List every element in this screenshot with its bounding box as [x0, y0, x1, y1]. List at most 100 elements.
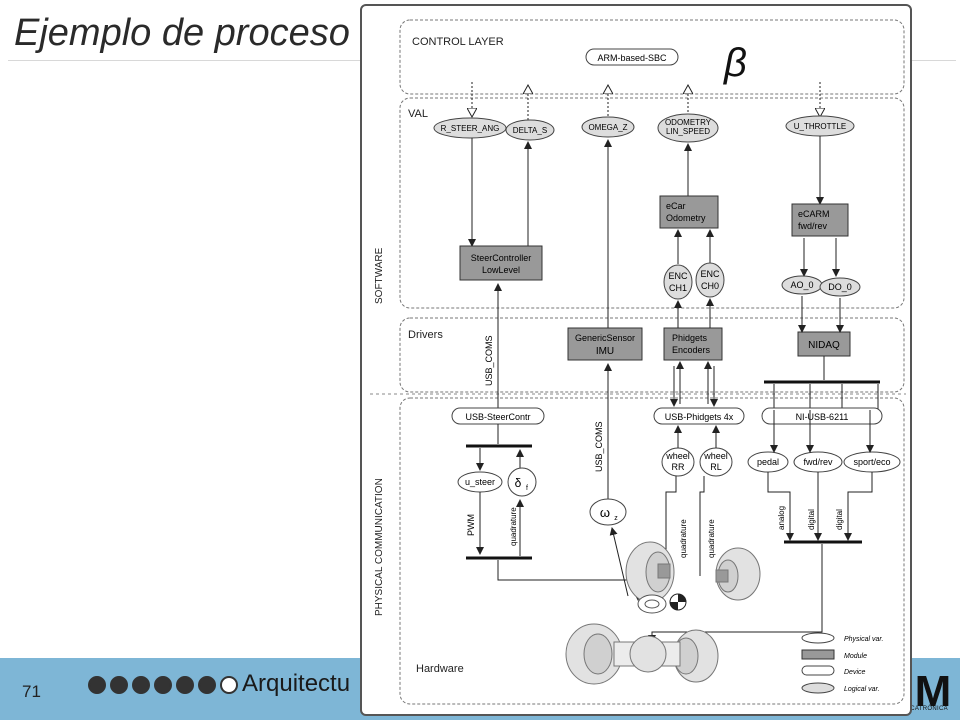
- omega-z-physvar-label: ω: [600, 505, 610, 520]
- fwd-rev-label: fwd/rev: [803, 457, 833, 467]
- r-steer-ang-label: R_STEER_ANG: [441, 124, 500, 133]
- delta-f-physvar: [507, 467, 537, 497]
- legend: Physical var. Module Device Logical var.: [801, 632, 883, 694]
- progress-dot: [154, 676, 172, 694]
- quadrature-label-3: quadrature: [707, 519, 716, 558]
- control-layer-label: CONTROL LAYER: [412, 36, 504, 48]
- pedal-to-bus: [767, 472, 794, 541]
- architecture-diagram: CONTROL LAYER VAL Drivers Hardware SOFTW…: [360, 4, 912, 716]
- enc-ch1-var: [663, 264, 693, 300]
- phidgets-label-2: Encoders: [672, 345, 711, 355]
- digital-label-1: digital: [807, 509, 816, 530]
- generic-sensor-label-1: GenericSensor: [575, 333, 635, 343]
- drivers-layer-box: [399, 317, 905, 393]
- progress-dot: [132, 676, 150, 694]
- hardware-layer-label: Hardware: [416, 663, 464, 675]
- usb-phidgets-label: USB-Phidgets 4x: [665, 412, 734, 422]
- omega-z-physvar: [589, 498, 627, 526]
- progress-dot: [176, 676, 194, 694]
- delta-f-label: δ: [515, 476, 522, 490]
- pwm-label: PWM: [466, 514, 476, 536]
- sbc-label: ARM-based-SBC: [597, 53, 667, 63]
- u-steer-label: u_steer: [465, 477, 495, 487]
- footer-text: Arquitectu: [242, 670, 351, 697]
- center-of-mass-icon: [669, 593, 687, 611]
- progress-dot: [88, 676, 106, 694]
- legend-logical: Logical var.: [844, 686, 880, 693]
- steer-controller-label-2: LowLevel: [482, 265, 520, 275]
- usb-phidgets-device: [653, 407, 745, 425]
- delta-s-label: DELTA_S: [513, 126, 547, 135]
- physical-side-label: PHYSICAL COMMUNICATION: [374, 478, 385, 616]
- drivers-layer-label: Drivers: [408, 329, 443, 341]
- ni-usb-device: [761, 407, 883, 425]
- logo-caption: ECATRÓNICA: [906, 706, 948, 712]
- enc-ch1-label-1: ENC: [668, 271, 688, 281]
- ecar-label-1: eCar: [666, 201, 686, 211]
- omega-z-var: [581, 116, 635, 138]
- software-side-label: SOFTWARE: [374, 247, 385, 304]
- vehicle-drawing-icon: [565, 541, 761, 685]
- logo-icon: M: [915, 667, 952, 716]
- ecarm-label-1: eCARM: [798, 209, 830, 219]
- delta-f-sub: f: [526, 485, 528, 492]
- delta-s-var: [505, 119, 555, 141]
- odometry-label-1: ODOMETRY: [665, 118, 712, 127]
- wheel-rr-label-2: RR: [672, 462, 685, 472]
- progress-dots: [88, 676, 238, 694]
- wheel-rl-down: [699, 476, 705, 576]
- phidgets-encoders-module: [663, 327, 723, 361]
- odometry-var: [657, 113, 719, 143]
- ao0-label: AO_0: [790, 280, 813, 290]
- val-layer-label: VAL: [408, 108, 428, 120]
- logo-letter: M: [915, 667, 952, 716]
- progress-dot: [198, 676, 216, 694]
- legend-device: Device: [844, 669, 866, 676]
- usb-steer-label: USB-SteerContr: [465, 412, 530, 422]
- odometry-label-2: LIN_SPEED: [666, 127, 710, 136]
- ecarm-label-2: fwd/rev: [798, 221, 828, 231]
- ni-usb-label: NI-USB-6211: [796, 412, 849, 422]
- analog-label: analog: [777, 506, 786, 530]
- do0-label: DO_0: [828, 282, 852, 292]
- do0-var: [819, 277, 861, 297]
- generic-sensor-module: [567, 327, 643, 361]
- wheel-rr-down: [665, 476, 677, 566]
- ecar-label-2: Odometry: [666, 213, 706, 223]
- slide-title: Ejemplo de proceso: [14, 12, 350, 54]
- wheel-rr-label-1: wheel: [665, 451, 690, 461]
- digital-label-2: digital: [835, 509, 844, 530]
- omega-z-physvar-sub: z: [614, 515, 618, 522]
- car-to-omega-line: [609, 527, 629, 597]
- omega-z-label: OMEGA_Z: [588, 123, 627, 132]
- ecarm-module: [791, 203, 849, 237]
- quadrature-label-2: quadrature: [679, 519, 688, 558]
- steer-controller-label-1: SteerController: [471, 253, 532, 263]
- u-throttle-label: U_THROTTLE: [794, 122, 846, 131]
- beta-symbol: β: [723, 41, 747, 85]
- pedal-label: pedal: [757, 457, 779, 467]
- enc-ch0-var: [695, 262, 725, 298]
- page-number: 71: [22, 682, 41, 701]
- wheel-rl-label-2: RL: [710, 462, 722, 472]
- sport-eco-label: sport/eco: [853, 457, 890, 467]
- ecar-odometry-module: [659, 195, 719, 229]
- progress-dot-empty: [220, 676, 238, 694]
- legend-physical: Physical var.: [844, 636, 883, 643]
- nidaq-label: NIDAQ: [808, 340, 840, 351]
- enc-ch0-label-1: ENC: [700, 269, 720, 279]
- usb-coms-label-2: USB_COMS: [594, 421, 604, 472]
- sporteco-to-bus: [844, 472, 873, 541]
- generic-sensor-label-2: IMU: [596, 346, 614, 357]
- phidgets-label-1: Phidgets: [672, 333, 708, 343]
- enc-ch0-label-2: CH0: [701, 281, 719, 291]
- quadrature-label-1: quadrature: [509, 507, 518, 546]
- usb-coms-label-1: USB_COMS: [484, 335, 494, 386]
- legend-module: Module: [844, 653, 867, 660]
- steer-controller-module: [459, 245, 543, 281]
- diagram-canvas: CONTROL LAYER VAL Drivers Hardware SOFTW…: [370, 19, 906, 705]
- sbc-device: [585, 48, 679, 66]
- nidaq-module: [797, 331, 851, 357]
- progress-dot: [110, 676, 128, 694]
- enc-ch1-label-2: CH1: [669, 283, 687, 293]
